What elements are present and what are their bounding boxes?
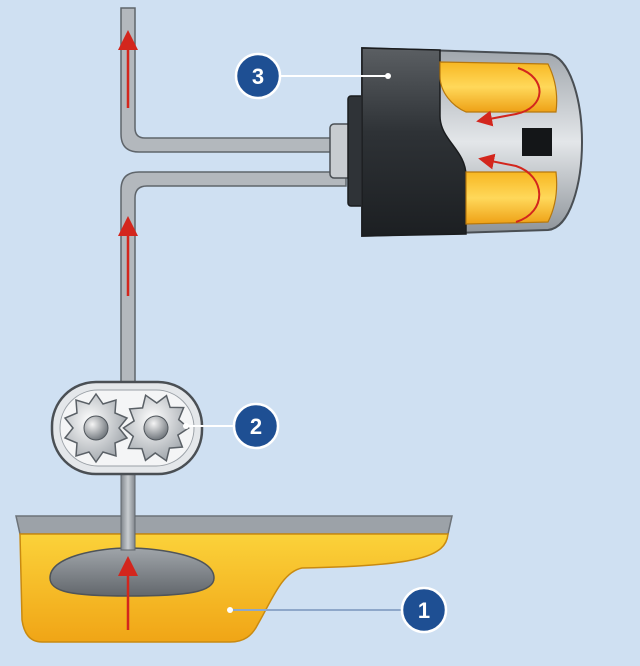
callout-2-badge xyxy=(232,402,280,450)
callout-2-label: 2 xyxy=(250,414,262,439)
sump-rim xyxy=(15,515,453,535)
callout-1: 1 xyxy=(227,586,448,634)
callout-3-label: 3 xyxy=(252,64,264,89)
pressure-pipe xyxy=(120,171,347,391)
filter-element-bottom xyxy=(465,171,558,225)
callout-3: 3 xyxy=(234,52,391,100)
callout-3-badge xyxy=(234,52,282,100)
callout-1-label: 1 xyxy=(418,598,430,623)
outlet-pipe xyxy=(120,7,341,153)
filter-center-outlet xyxy=(522,128,552,156)
gear-pump xyxy=(50,380,204,476)
filter-flow-arrow-top xyxy=(476,67,541,127)
filter-element-top xyxy=(439,61,558,113)
filter-flow-arrow-bottom xyxy=(478,153,541,223)
oil-sump xyxy=(15,515,453,643)
oil-filter xyxy=(329,46,584,238)
callout-2: 2 xyxy=(183,402,280,450)
pump-gear-left xyxy=(63,392,129,464)
callout-1-badge xyxy=(400,586,448,634)
oil-pipes xyxy=(120,7,347,551)
pump-gear-right xyxy=(122,393,190,463)
